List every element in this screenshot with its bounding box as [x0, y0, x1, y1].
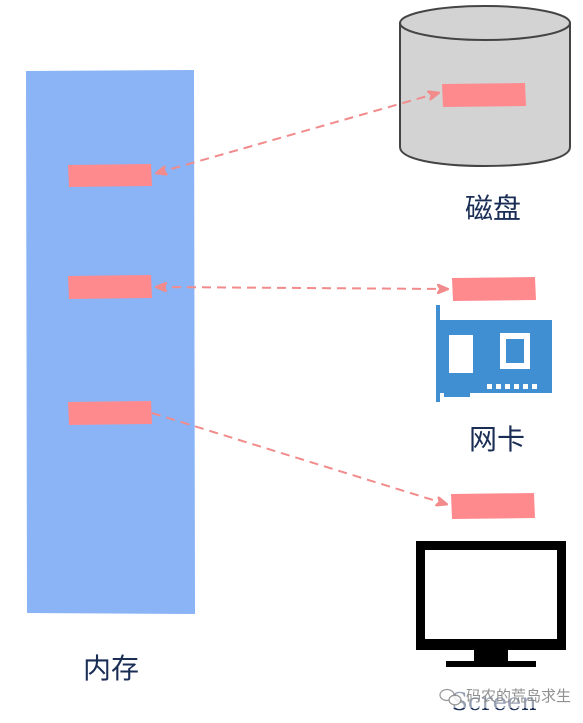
screen-buffer	[451, 493, 535, 519]
arrow-memory-disk	[157, 93, 438, 173]
nic-buffer	[452, 277, 536, 301]
watermark: 码农的荒岛求生	[432, 684, 576, 708]
memory-buffer-nic	[68, 275, 152, 299]
monitor-icon	[416, 541, 566, 667]
nic-label: 网卡	[469, 423, 525, 456]
network-card-icon	[436, 305, 552, 402]
memory-label: 内存	[83, 652, 139, 685]
memory-buffer-screen	[68, 401, 152, 425]
disk-label: 磁盘	[465, 192, 521, 225]
memory-buffer-disk	[68, 164, 152, 187]
arrow-memory-nic	[157, 287, 447, 289]
watermark-text: 码农的荒岛求生	[466, 687, 571, 705]
disk-buffer	[442, 83, 526, 107]
memory-column	[26, 70, 195, 614]
wechat-icon	[439, 688, 462, 706]
arrow-memory-screen	[151, 412, 446, 504]
